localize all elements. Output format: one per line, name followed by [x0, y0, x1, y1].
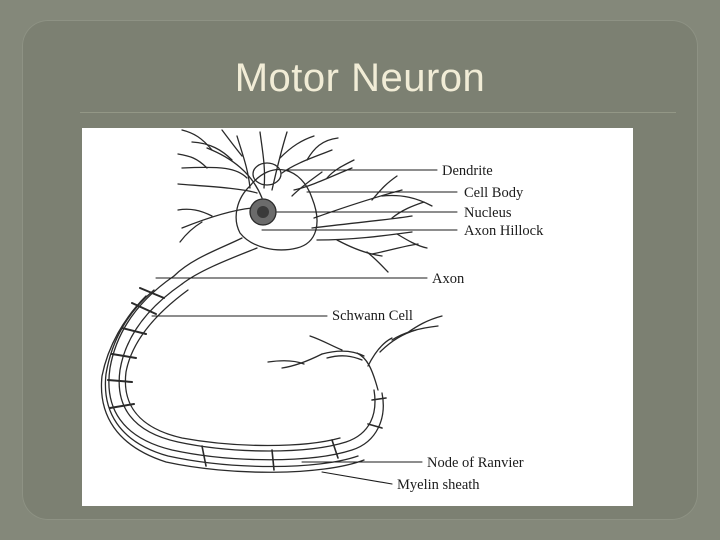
label-dendrite: Dendrite — [442, 163, 493, 179]
dendrites — [177, 129, 433, 273]
label-node-of-ranvier: Node of Ranvier — [427, 455, 524, 471]
label-schwann-cell: Schwann Cell — [332, 308, 413, 324]
slide-title: Motor Neuron — [234, 56, 486, 100]
label-nucleus: Nucleus — [464, 205, 512, 221]
dendrite-bulb — [252, 162, 282, 186]
axon-terminals — [267, 315, 443, 391]
axon-hillock-shape — [173, 237, 243, 277]
label-myelin-sheath: Myelin sheath — [397, 477, 480, 493]
cell-body-outline — [235, 168, 318, 251]
label-cell-body: Cell Body — [464, 185, 524, 201]
neuron-diagram: Dendrite Cell Body Nucleus Axon Hillock … — [82, 128, 633, 506]
label-axon-hillock: Axon Hillock — [464, 223, 544, 239]
title-divider — [80, 112, 676, 113]
label-leaders — [151, 169, 458, 485]
label-axon: Axon — [432, 271, 465, 287]
neuron-drawing: Dendrite Cell Body Nucleus Axon Hillock … — [100, 129, 544, 493]
axon-myelinated — [100, 275, 387, 473]
